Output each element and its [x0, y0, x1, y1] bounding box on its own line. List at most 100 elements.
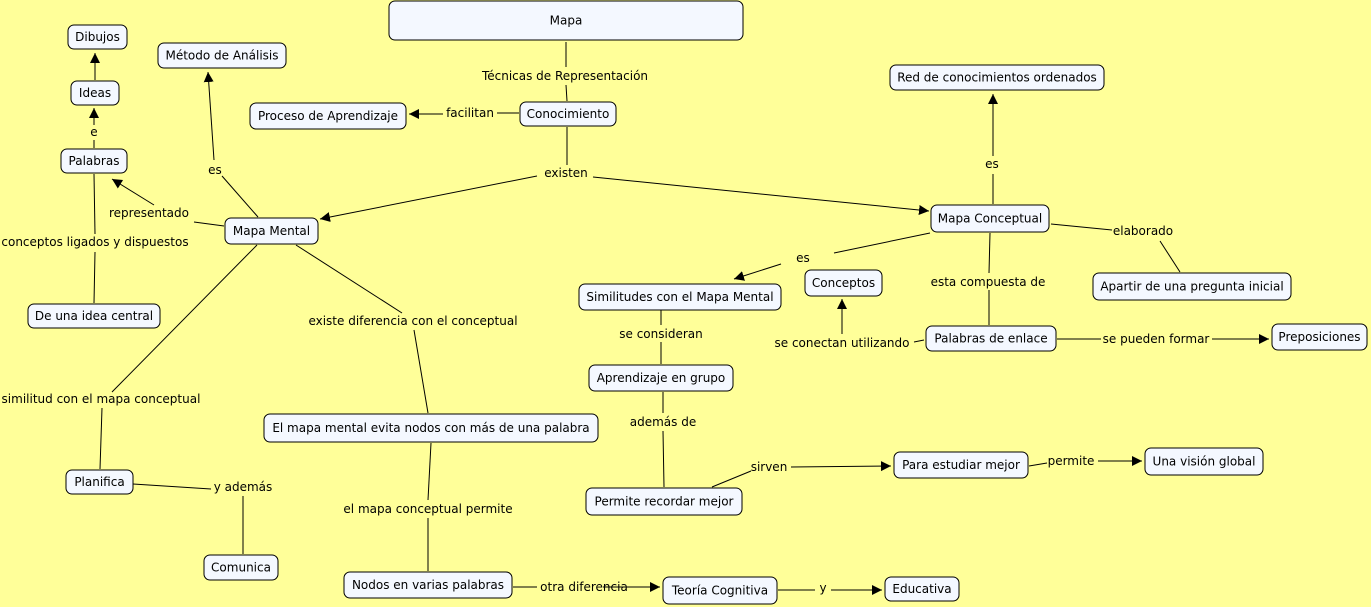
- concept-node-label: Teoría Cognitiva: [671, 584, 768, 598]
- link-phrase-facilitan: facilitan: [446, 106, 494, 120]
- concept-node-label: Para estudiar mejor: [902, 458, 1020, 472]
- concept-node-metodo[interactable]: Método de Análisis: [157, 42, 287, 69]
- link-phrase-similitud: similitud con el mapa conceptual: [2, 392, 201, 406]
- concept-node-recordar[interactable]: Permite recordar mejor: [585, 487, 743, 516]
- concept-node-box: [60, 148, 128, 174]
- concept-node-label: Aprendizaje en grupo: [597, 371, 726, 385]
- concept-node-aprendizaje-grupo[interactable]: Aprendizaje en grupo: [588, 364, 734, 392]
- link-phrase-label: se conectan utilizando: [775, 336, 910, 350]
- line-connector: [1050, 223, 1113, 231]
- concept-node-pregunta[interactable]: Apartir de una pregunta inicial: [1092, 272, 1292, 301]
- concept-node-proceso[interactable]: Proceso de Aprendizaje: [249, 102, 407, 130]
- concept-node-ideas[interactable]: Ideas: [70, 80, 120, 106]
- line-connector: [93, 251, 96, 304]
- link-phrase-label: el mapa conceptual permite: [343, 502, 512, 516]
- link-phrase-label: conceptos ligados y dispuestos: [1, 235, 188, 249]
- concept-node-planifica[interactable]: Planifica: [65, 469, 134, 495]
- link-phrase-ademas-de: además de: [630, 415, 696, 429]
- concept-node-label: Conocimiento: [527, 107, 610, 121]
- line-connector: [295, 244, 403, 314]
- concept-node-label: Apartir de una pregunta inicial: [1100, 280, 1283, 294]
- link-phrase-label: además de: [630, 415, 696, 429]
- link-phrase-label: se pueden formar: [1103, 332, 1210, 346]
- link-phrase-label: permite: [1048, 454, 1095, 468]
- line-connector: [99, 407, 103, 470]
- concept-node-palabras[interactable]: Palabras: [60, 148, 128, 174]
- concept-node-box: [930, 204, 1050, 233]
- link-phrase-existen: existen: [544, 166, 588, 180]
- concept-node-comunica[interactable]: Comunica: [203, 554, 279, 581]
- link-phrase-tecnicas: Técnicas de Representación: [481, 69, 648, 83]
- concept-node-teoria[interactable]: Teoría Cognitiva: [662, 576, 778, 605]
- concept-node-label: Método de Análisis: [165, 49, 278, 63]
- link-phrase-label: otra diferencia: [540, 580, 628, 594]
- link-phrase-representado: representado: [109, 206, 189, 220]
- concept-node-conceptos[interactable]: Conceptos: [804, 269, 883, 297]
- link-phrase-y-ademas: y además: [214, 480, 273, 494]
- link-phrase-label: existe diferencia con el conceptual: [308, 314, 517, 328]
- link-phrase-e: e: [90, 125, 97, 139]
- concept-node-label: Comunica: [211, 561, 271, 575]
- concept-node-box: [263, 413, 599, 443]
- link-phrase-esta-compuesta: esta compuesta de: [931, 275, 1046, 289]
- line-connector: [833, 232, 931, 254]
- concept-node-evita-nodos[interactable]: El mapa mental evita nodos con más de un…: [263, 413, 599, 443]
- concept-node-label: Educativa: [892, 582, 951, 596]
- link-phrase-es-metodo: es: [208, 163, 222, 177]
- arrow-connector: [733, 263, 782, 281]
- concept-node-idea-central[interactable]: De una idea central: [27, 303, 161, 329]
- concept-node-mapa-conceptual[interactable]: Mapa Conceptual: [930, 204, 1050, 233]
- concept-node-box: [343, 571, 513, 599]
- concept-node-box: [27, 303, 161, 329]
- concept-node-mapa[interactable]: Mapa: [388, 0, 744, 41]
- link-phrase-label: y: [819, 581, 826, 595]
- concept-node-label: Mapa Mental: [233, 224, 310, 238]
- concept-node-vision[interactable]: Una visión global: [1144, 447, 1264, 476]
- concept-node-label: Ideas: [79, 86, 111, 100]
- concept-node-box: [70, 80, 120, 106]
- link-phrase-label: representado: [109, 206, 189, 220]
- concept-node-conocimiento[interactable]: Conocimiento: [519, 101, 617, 127]
- concept-node-label: Preposiciones: [1278, 330, 1360, 344]
- line-connector: [913, 339, 925, 343]
- line-connector: [221, 175, 259, 218]
- link-phrase-label: esta compuesta de: [931, 275, 1046, 289]
- concept-node-red[interactable]: Red de conocimientos ordenados: [889, 64, 1105, 91]
- concept-node-label: Nodos en varias palabras: [352, 578, 504, 592]
- concept-node-dibujos[interactable]: Dibujos: [67, 24, 128, 50]
- concept-node-label: Palabras de enlace: [934, 332, 1047, 346]
- concept-node-educativa[interactable]: Educativa: [884, 576, 960, 602]
- line-connector: [427, 442, 432, 501]
- concept-node-label: Una visión global: [1153, 455, 1256, 469]
- concept-node-box: [65, 469, 134, 495]
- concept-node-label: Planifica: [74, 475, 124, 489]
- concept-node-estudiar[interactable]: Para estudiar mejor: [893, 451, 1029, 479]
- concept-node-box: [1271, 323, 1368, 351]
- concept-node-label: Similitudes con el Mapa Mental: [586, 290, 773, 304]
- arrow-connector: [203, 71, 215, 161]
- concept-node-label: De una idea central: [35, 309, 153, 323]
- line-connector: [413, 329, 429, 414]
- line-connector: [988, 232, 991, 274]
- concept-node-preposiciones[interactable]: Preposiciones: [1271, 323, 1368, 351]
- link-phrase-label: similitud con el mapa conceptual: [2, 392, 201, 406]
- link-phrase-label: Técnicas de Representación: [481, 69, 648, 83]
- link-phrase-label: y además: [214, 480, 273, 494]
- link-phrase-y: y: [819, 581, 826, 595]
- concept-node-mapa-mental[interactable]: Mapa Mental: [224, 217, 319, 245]
- concept-node-similitudes[interactable]: Similitudes con el Mapa Mental: [578, 283, 782, 311]
- link-phrase-label: es: [796, 251, 810, 265]
- linking-phrases: Técnicas de Representación facilitan exist…: [1, 69, 1209, 595]
- line-connector: [1028, 462, 1048, 467]
- concept-node-label: El mapa mental evita nodos con más de un…: [272, 421, 589, 435]
- link-phrase-label: es: [208, 163, 222, 177]
- concept-node-label: Conceptos: [812, 276, 875, 290]
- concept-node-nodos-varias[interactable]: Nodos en varias palabras: [343, 571, 513, 599]
- link-phrase-label: e: [90, 125, 97, 139]
- link-phrase-label: elaborado: [1113, 224, 1173, 238]
- link-phrase-label: sirven: [751, 460, 788, 474]
- arrow-connector: [111, 178, 155, 206]
- concept-node-palabras-enlace[interactable]: Palabras de enlace: [925, 325, 1057, 352]
